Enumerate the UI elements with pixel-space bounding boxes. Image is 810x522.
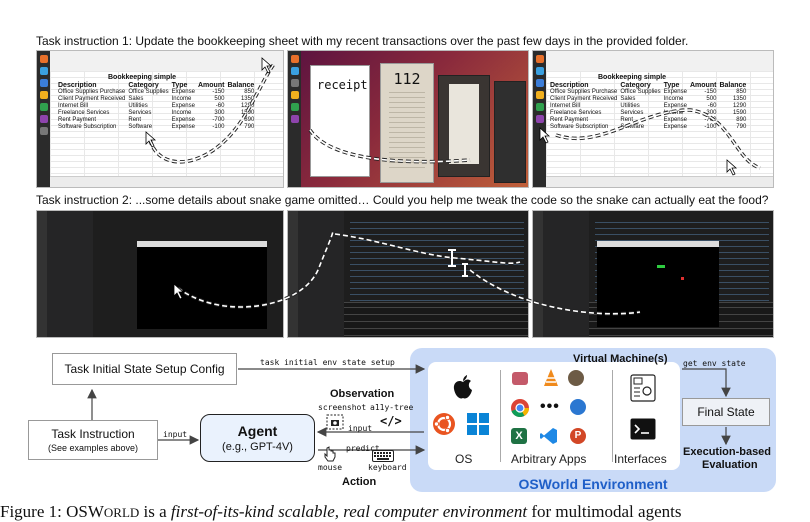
powerpoint-icon: P xyxy=(570,428,586,444)
cursor-icon xyxy=(261,57,273,74)
cursor-icon xyxy=(173,283,185,300)
figure-caption: Figure 1: OSWORLD is a first-of-its-kind… xyxy=(0,502,682,521)
column-header: Balance xyxy=(227,82,255,89)
task2-action-trajectory xyxy=(173,228,641,316)
thunderbird-icon xyxy=(570,399,586,415)
screenshot-receipts: receipt 112 xyxy=(287,50,529,188)
mouse-label: mouse xyxy=(318,463,343,472)
column-header: Category xyxy=(620,82,651,89)
ubuntu-icon xyxy=(433,413,455,435)
observation-label: Observation xyxy=(330,388,395,400)
snake-game-window xyxy=(137,241,267,329)
text-cursor-icon xyxy=(448,249,456,267)
sheet-title: Bookkeeping simple xyxy=(108,74,177,81)
interfaces-label: Interfaces xyxy=(614,452,667,466)
column-header: Type xyxy=(663,82,680,89)
input-label: input xyxy=(163,430,188,439)
column-header: Amount xyxy=(197,82,225,89)
dock xyxy=(37,51,50,187)
task-instruction-box: Task Instruction (See examples above) xyxy=(28,420,158,460)
file-window xyxy=(494,81,526,183)
cursor-icon xyxy=(145,131,157,148)
column-header: Description xyxy=(550,82,589,89)
text-cursor-icon xyxy=(462,263,468,277)
screenshot-icon xyxy=(326,414,344,430)
windows-icon xyxy=(467,413,489,435)
column-header: Amount xyxy=(689,82,717,89)
final-state-box: Final State xyxy=(682,398,770,426)
task-instruction-1: Task instruction 1: Update the bookkeepi… xyxy=(36,34,689,48)
task-instruction-sub: (See examples above) xyxy=(47,443,139,453)
gui-interface-icon xyxy=(630,374,656,402)
final-state-label: Final State xyxy=(697,405,755,419)
column-header: Description xyxy=(58,82,97,89)
osworld-environment-title: OSWorld Environment xyxy=(518,476,668,492)
task-instruction-title: Task Instruction xyxy=(51,427,135,441)
evaluation-label-line2: Evaluation xyxy=(702,459,758,471)
folder-icon xyxy=(512,372,528,385)
task1-action-trajectory xyxy=(145,57,761,176)
column-header: Category xyxy=(128,82,159,89)
keyboard-label: keyboard xyxy=(368,463,407,472)
column-header: Type xyxy=(171,82,188,89)
column-header: Balance xyxy=(719,82,747,89)
setup-arrow-label: task initial env state setup xyxy=(260,358,395,367)
receipt-document: receipt xyxy=(310,65,370,177)
setup-config-label: Task Initial State Setup Config xyxy=(64,362,225,376)
evaluation-label-line1: Execution-based xyxy=(683,446,772,458)
screenshot-label: screenshot xyxy=(318,403,367,412)
apple-icon xyxy=(453,375,472,399)
predict-label: predict xyxy=(346,444,380,453)
code-tag-icon: </> xyxy=(380,414,402,428)
screenshot-code-editor-1 xyxy=(36,210,284,338)
agent-box: Agent (e.g., GPT-4V) xyxy=(200,414,315,462)
diagram-arrows xyxy=(87,364,731,455)
gimp-icon xyxy=(568,370,584,386)
get-env-state-label: get env state xyxy=(683,359,746,368)
apps-label: Arbitrary Apps xyxy=(511,452,587,466)
more-apps-icon: ••• xyxy=(540,398,560,415)
vm-label: Virtual Machine(s) xyxy=(573,353,668,365)
screenshot-spreadsheet-after: Bookkeeping simple Description Category Ty… xyxy=(532,50,774,188)
excel-icon: X xyxy=(511,428,527,444)
os-label: OS xyxy=(455,452,473,466)
dock xyxy=(288,51,301,187)
mouse-icon xyxy=(324,446,336,462)
cursor-icon xyxy=(539,127,551,144)
sheet-title: Bookkeeping simple xyxy=(598,74,667,81)
action-label: Action xyxy=(342,476,377,488)
spreadsheet: Bookkeeping simple Description Category Ty… xyxy=(546,51,773,187)
keyboard-icon xyxy=(372,450,394,462)
screenshot-code-editor-2 xyxy=(287,210,529,338)
setup-config-box: Task Initial State Setup Config xyxy=(52,353,237,385)
agent-title: Agent xyxy=(237,423,278,439)
screenshot-code-editor-3 xyxy=(532,210,774,338)
vlc-icon xyxy=(544,369,558,386)
chrome-icon xyxy=(511,399,529,418)
a11y-tree-label: a11y-tree xyxy=(370,403,414,412)
dock xyxy=(533,51,546,187)
obs-input-label: input xyxy=(348,424,373,433)
cursor-icon xyxy=(726,159,738,176)
agent-subtitle: (e.g., GPT-4V) xyxy=(222,441,293,453)
task-instruction-2: Task instruction 2: ...some details abou… xyxy=(36,193,769,207)
terminal-icon xyxy=(630,418,656,440)
vscode-icon xyxy=(540,428,557,444)
